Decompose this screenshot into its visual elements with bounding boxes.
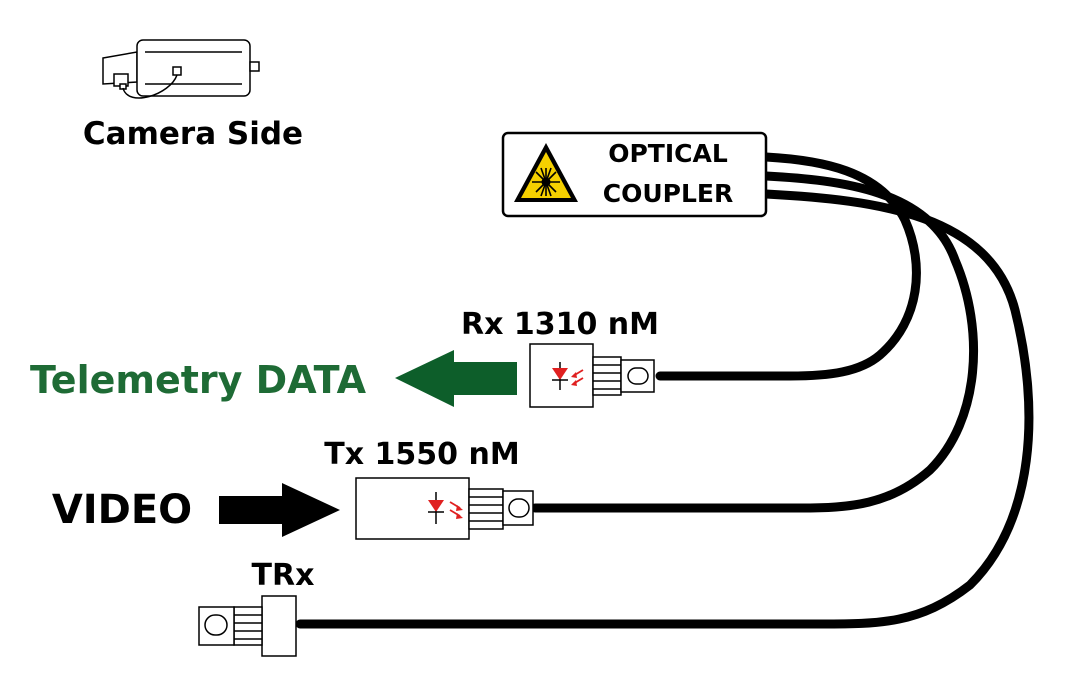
tx-module [355,477,534,540]
tx-label: Tx 1550 nM [324,437,519,472]
telemetry-arrow [395,350,517,407]
laser-warning-icon [514,143,578,202]
rx-module [529,343,655,408]
coupler-line2: COUPLER [603,179,733,208]
photodiode-icon [552,362,584,390]
video-label: VIDEO [52,487,192,533]
laser-diode-icon [428,492,463,524]
rx-label: Rx 1310 nM [461,307,659,342]
trx-label: TRx [252,558,315,593]
fiber-cables [295,152,1034,629]
cable-tx [530,171,978,513]
cable-trx [295,189,1034,629]
camera-side-label: Camera Side [83,116,303,152]
cable-rx [655,152,921,381]
trx-connector [198,595,297,657]
coupler-line1: OPTICAL [608,139,728,168]
camera-icon [102,39,260,99]
telemetry-label: Telemetry DATA [30,358,367,402]
video-arrow [219,483,340,537]
tx-connector [468,488,534,530]
optical-coupler: OPTICAL COUPLER [501,131,768,218]
rx-connector [592,356,655,396]
